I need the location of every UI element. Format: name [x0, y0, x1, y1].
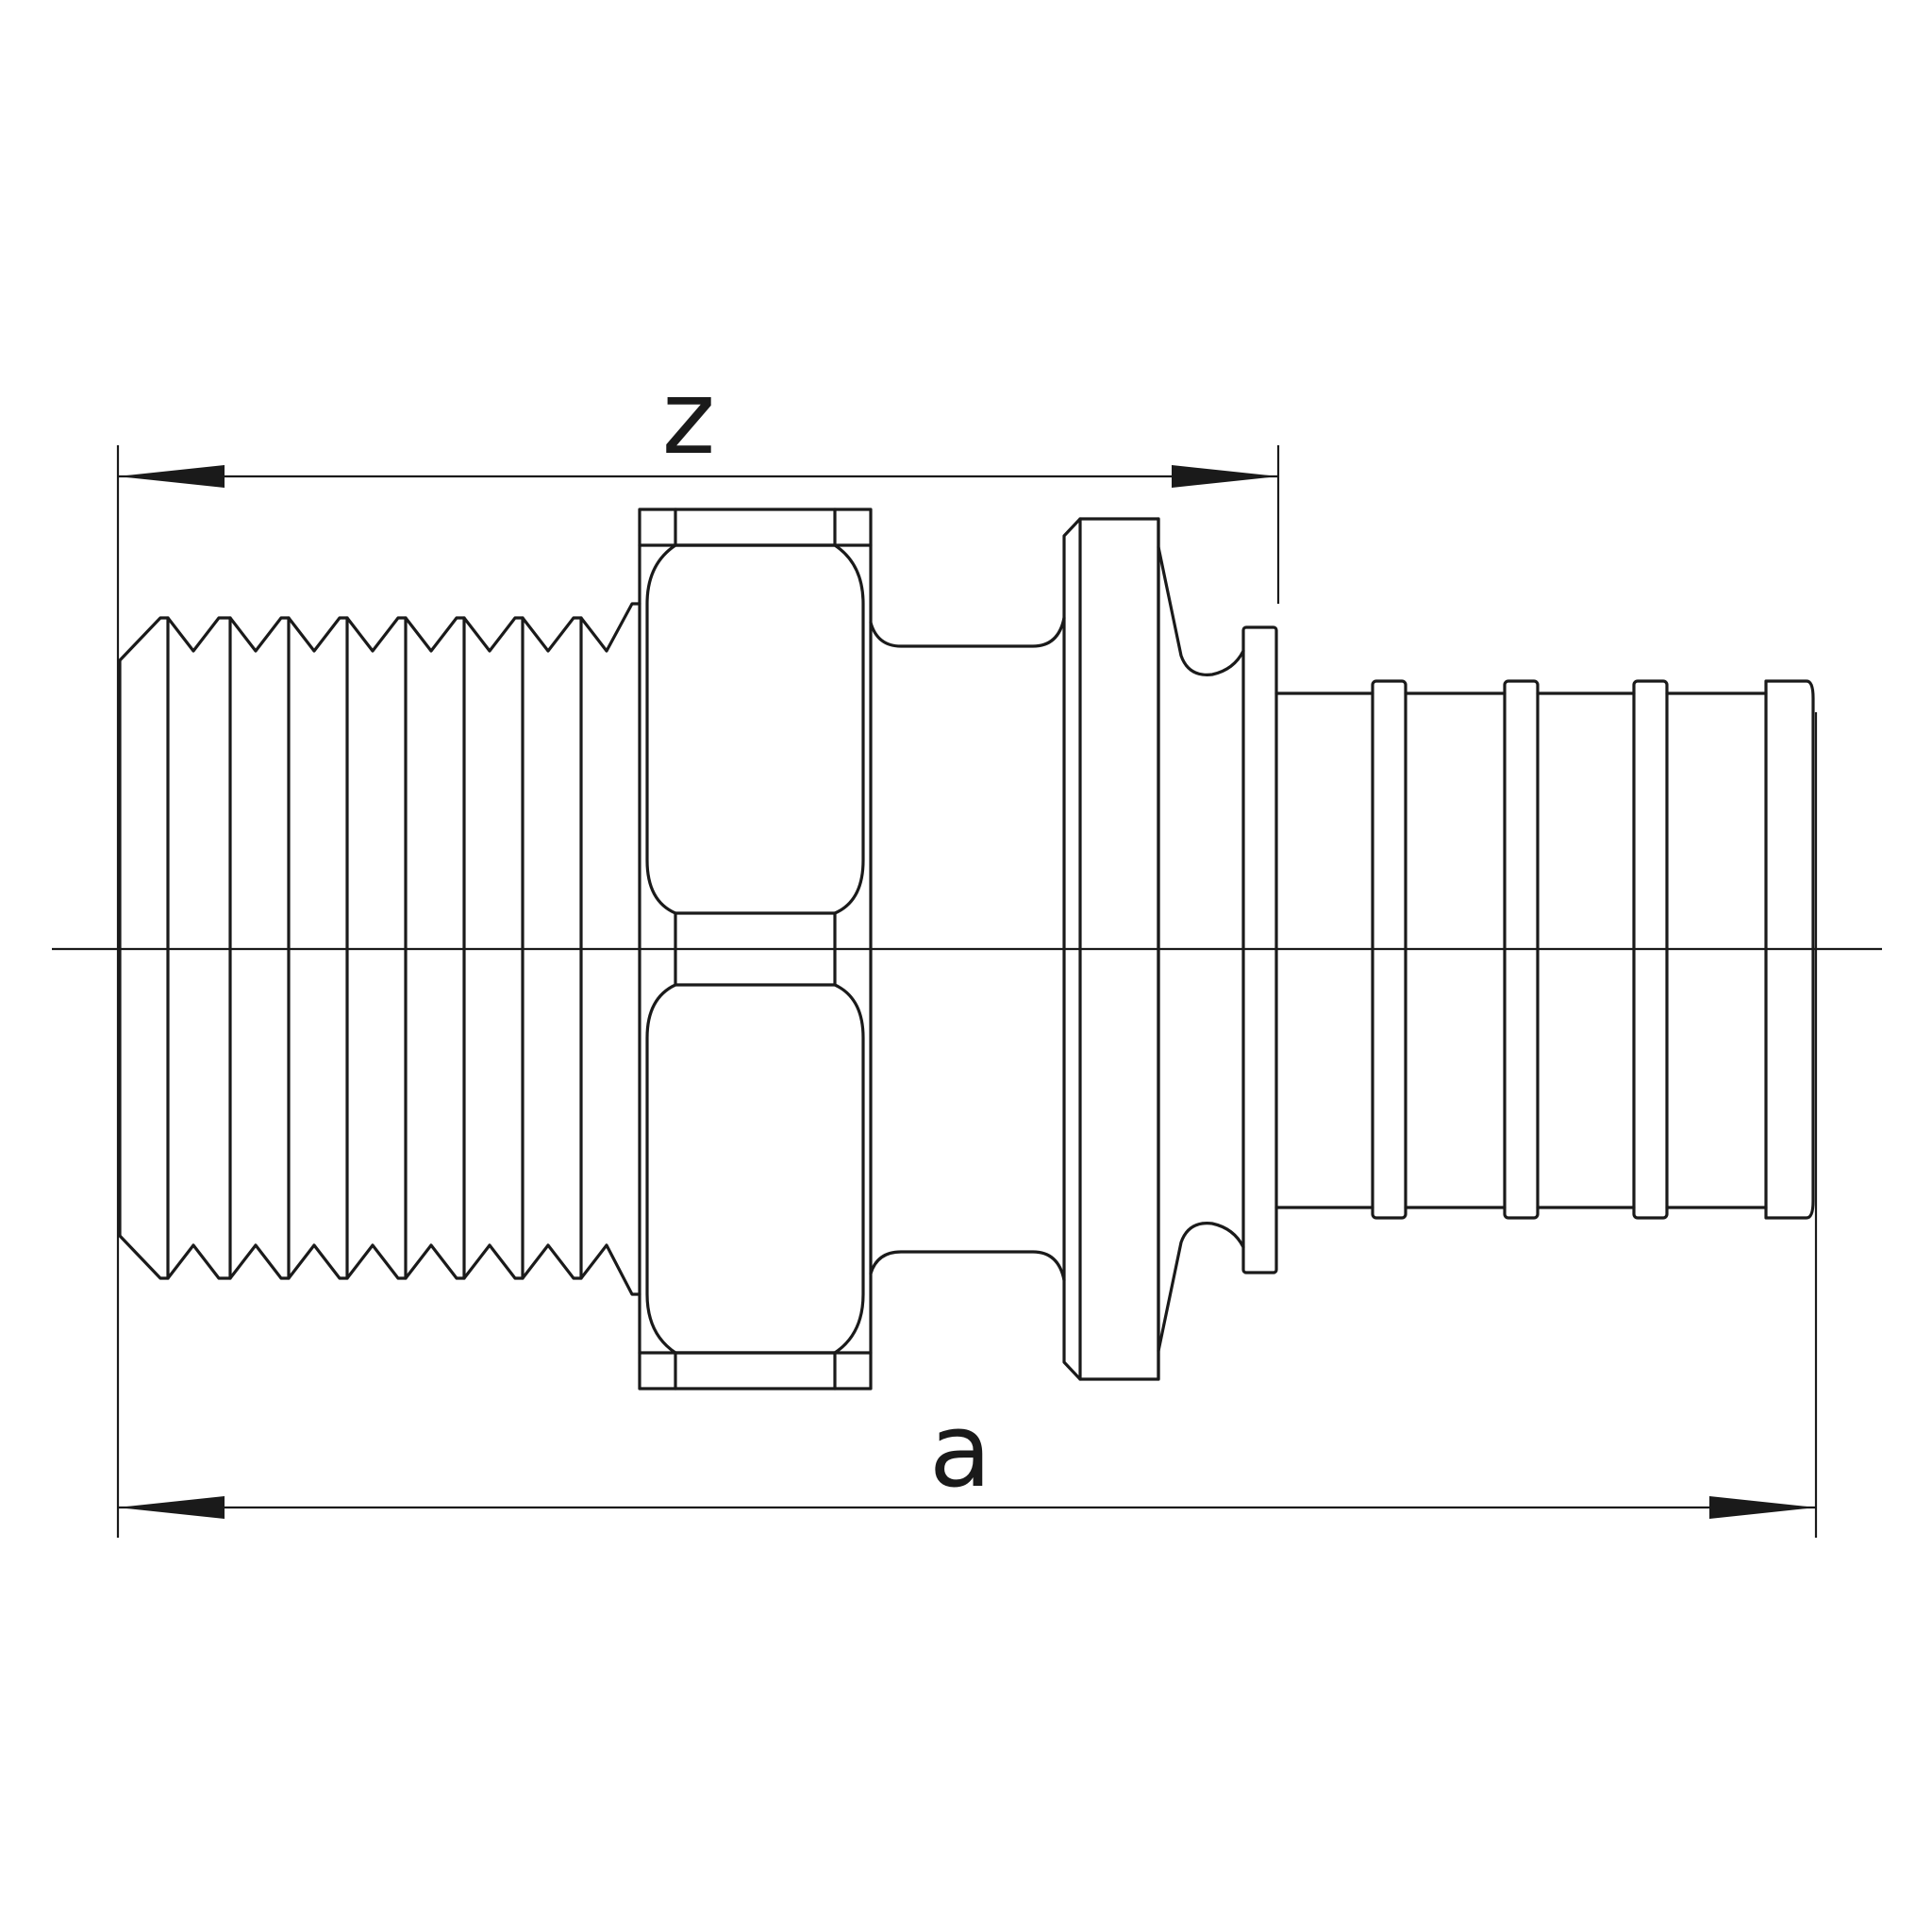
barbed-insert: [1274, 679, 1815, 1220]
stop-ring: [1241, 625, 1278, 1274]
threaded-end: [118, 602, 641, 1296]
hex-nut: [638, 508, 873, 1391]
thread-profile-bottom: [118, 1234, 641, 1296]
collar-taper-bottom: [1157, 1222, 1245, 1353]
hex-outline: [638, 508, 873, 1391]
hex-face-upper: [645, 543, 865, 915]
neck-profile-bottom: [869, 1250, 1066, 1282]
neck: [869, 616, 1066, 1282]
barb-ring: [1371, 679, 1407, 1220]
collar-taper-top: [1157, 545, 1245, 676]
barb-ring: [1632, 679, 1669, 1220]
arrowhead-a-right: [1709, 1496, 1816, 1519]
insert-end-ring: [1764, 679, 1815, 1220]
arrowhead-z-right: [1172, 465, 1278, 488]
neck-profile-top: [869, 616, 1066, 648]
dimension-a: a: [118, 712, 1818, 1538]
arrowhead-a-left: [118, 1496, 225, 1519]
thread-profile-top: [118, 602, 641, 662]
arrowhead-z-left: [118, 465, 225, 488]
dimension-z: z: [116, 359, 1280, 1538]
collar-flange: [1062, 517, 1245, 1381]
dimension-label-z: z: [662, 359, 716, 477]
dimension-label-a: a: [929, 1392, 991, 1510]
hex-face-lower: [645, 983, 865, 1355]
barb-ring: [1503, 679, 1540, 1220]
